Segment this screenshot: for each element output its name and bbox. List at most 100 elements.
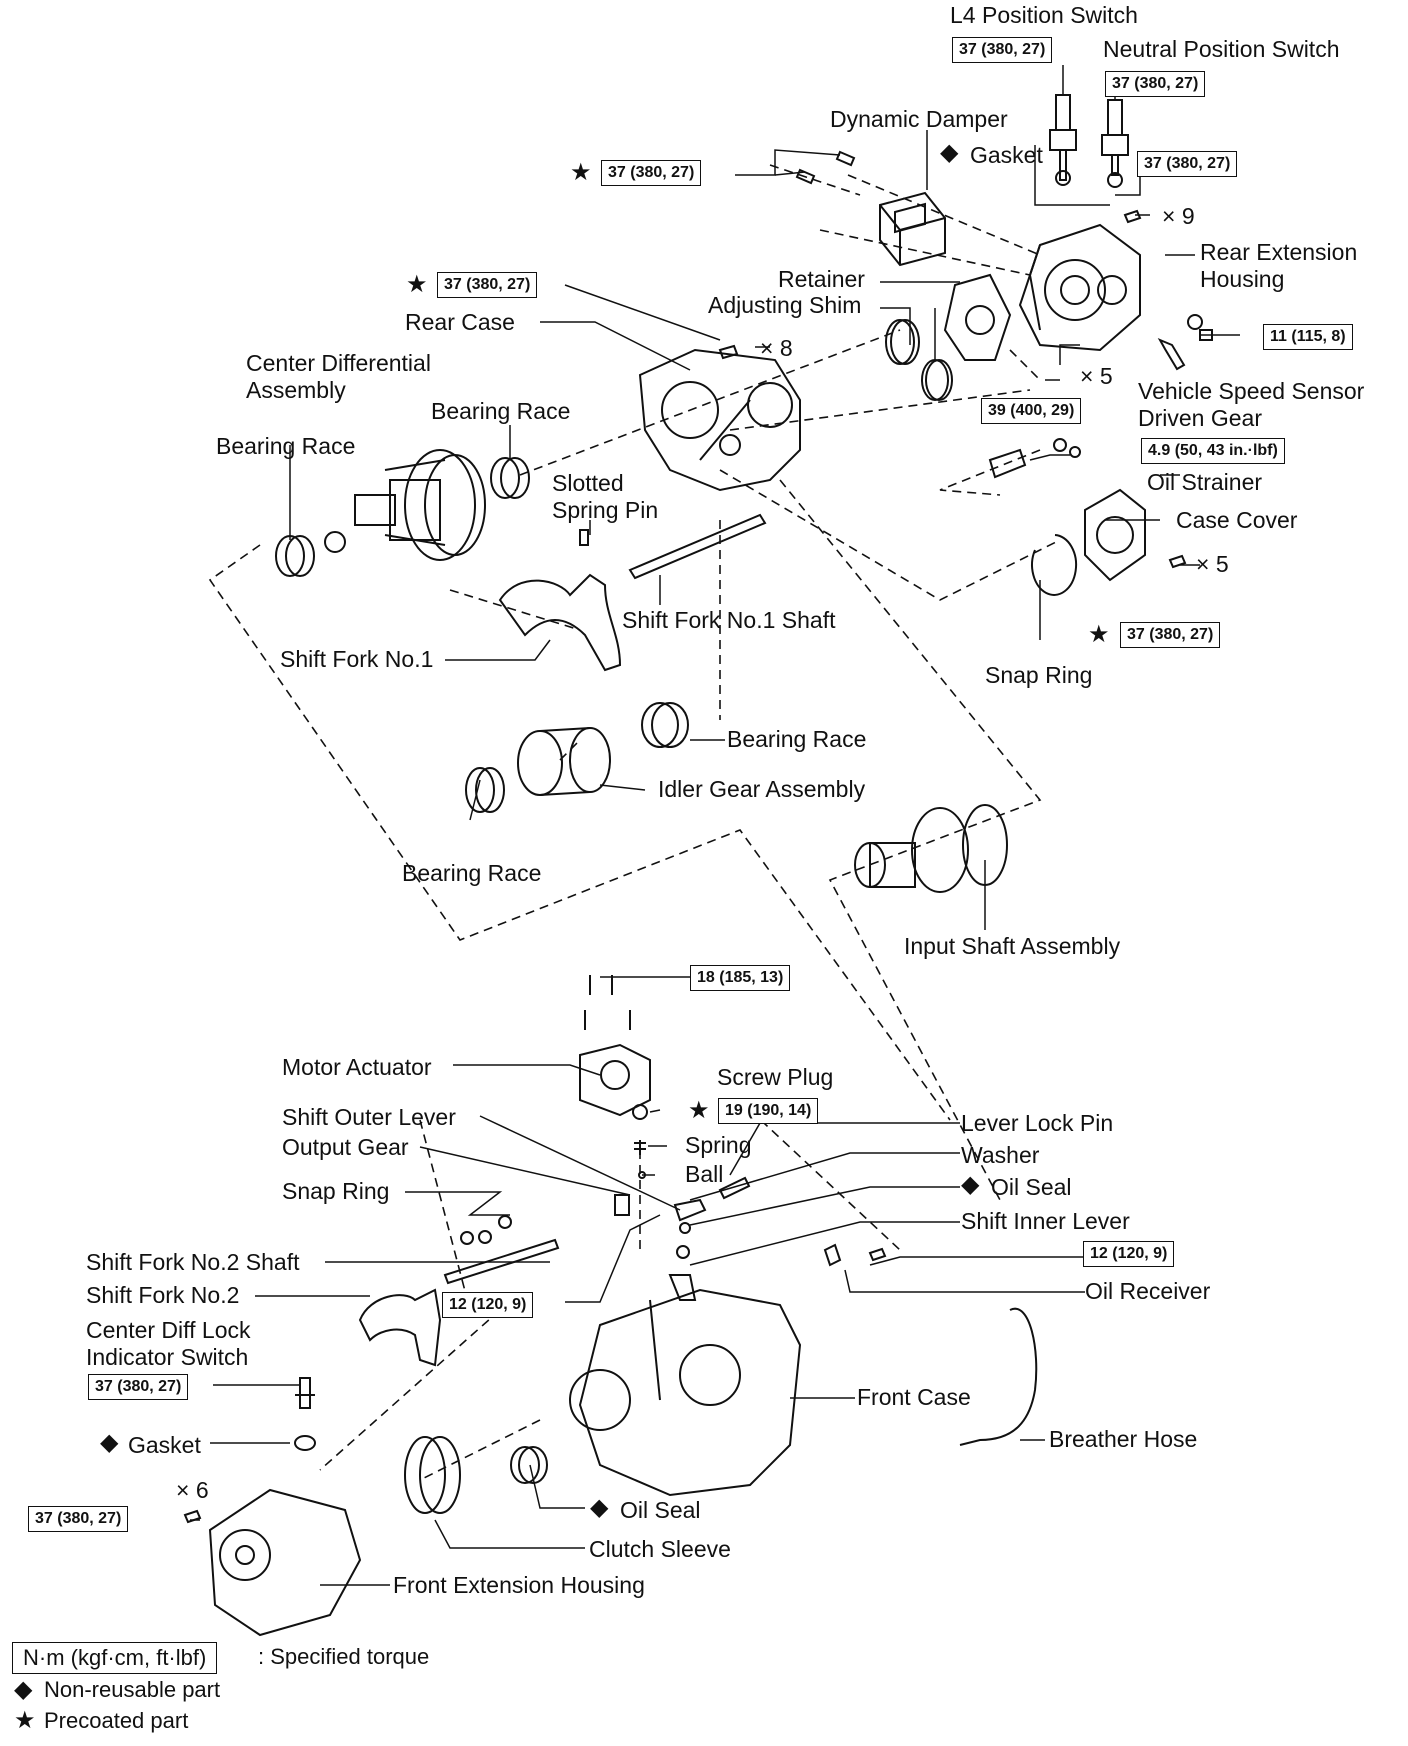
label-washer: Washer — [961, 1142, 1040, 1168]
label-adjusting-shim: Adjusting Shim — [708, 292, 862, 318]
diamond-icon: ◆ — [940, 139, 959, 166]
star-icon: ★ — [14, 1707, 36, 1734]
label-idler-gear: Idler Gear Assembly — [658, 776, 866, 802]
torque-oil-receiver: 12 (120, 9) — [1083, 1241, 1175, 1267]
rear-case-part — [638, 348, 801, 492]
rear-ext-bolts — [1123, 209, 1142, 224]
vss-driven-gear-part — [1157, 314, 1213, 371]
label-l4-position-switch: L4 Position Switch — [950, 2, 1138, 28]
torque-lever: 12 (120, 9) — [442, 1292, 534, 1318]
label-case-cover: Case Cover — [1176, 507, 1298, 533]
torque-retainer: 39 (400, 29) — [981, 398, 1082, 424]
retainer-part — [943, 273, 1012, 361]
star-icon: ★ — [688, 1097, 710, 1124]
lever-lock-pin-part — [718, 1176, 751, 1200]
shift-fork1-part — [498, 573, 622, 672]
shift-fork2-shaft-part — [443, 1238, 560, 1285]
label-spring: Spring — [685, 1132, 752, 1158]
output-gear-part — [614, 1194, 630, 1216]
slotted-pin-part — [579, 529, 589, 546]
label-x6: × 6 — [176, 1477, 209, 1503]
bearing-race-part-4 — [465, 767, 505, 813]
assembly-guide-lines — [208, 164, 1061, 1481]
label-gasket-top: Gasket — [970, 142, 1043, 168]
label-bearing-race-2: Bearing Race — [431, 398, 571, 424]
shift-fork2-part — [358, 1288, 442, 1367]
damper-bolts — [795, 150, 856, 185]
torque-cdl-switch: 37 (380, 27) — [88, 1374, 189, 1400]
label-front-extension-housing: Front Extension Housing — [393, 1572, 645, 1598]
label-shift-fork1-shaft: Shift Fork No.1 Shaft — [622, 607, 836, 633]
label-center-differential: Center Differential Assembly — [246, 350, 431, 403]
label-bearing-race-4: Bearing Race — [402, 860, 542, 886]
label-rear-case: Rear Case — [405, 309, 515, 335]
label-snap-ring-2: Snap Ring — [282, 1178, 390, 1204]
label-shift-outer-lever: Shift Outer Lever — [282, 1104, 456, 1130]
center-diff-part — [324, 449, 486, 561]
motor-actuator-part — [579, 1043, 651, 1117]
label-retainer: Retainer — [778, 266, 865, 292]
snap-ring-part-2 — [460, 1215, 512, 1245]
torque-neutral-switch: 37 (380, 27) — [1105, 71, 1206, 97]
label-vss-driven-gear: Vehicle Speed Sensor Driven Gear — [1138, 378, 1365, 431]
torque-l4-switch: 37 (380, 27) — [952, 37, 1053, 63]
gasket-ring-top-2 — [1107, 172, 1123, 188]
label-input-shaft: Input Shaft Assembly — [904, 933, 1121, 959]
label-shift-inner-lever: Shift Inner Lever — [961, 1208, 1130, 1234]
diamond-icon: ◆ — [961, 1171, 980, 1198]
oil-receiver-part — [823, 1243, 887, 1267]
label-x5-a: × 5 — [1080, 363, 1113, 389]
rear-case-bolts — [718, 344, 739, 360]
label-oil-seal-2: Oil Seal — [620, 1497, 701, 1523]
label-shift-fork2: Shift Fork No.2 — [86, 1282, 240, 1308]
input-shaft-part — [854, 804, 1008, 893]
label-neutral-position-switch: Neutral Position Switch — [1103, 36, 1340, 62]
snap-ring-part-1 — [1031, 534, 1078, 596]
gasket-bottom-part — [294, 1435, 316, 1451]
label-oil-strainer: Oil Strainer — [1147, 469, 1263, 495]
torque-rear-case: 37 (380, 27) — [437, 272, 538, 298]
bearing-race-part-2 — [490, 457, 530, 499]
front-case-part — [569, 1288, 802, 1497]
label-x8: × 8 — [760, 335, 793, 361]
star-icon: ★ — [406, 271, 428, 298]
l4-switch-part — [1049, 94, 1077, 181]
oil-seal-part-2 — [510, 1446, 548, 1484]
label-shift-fork2-shaft: Shift Fork No.2 Shaft — [86, 1249, 300, 1275]
gasket-ring-top-1 — [1055, 170, 1071, 186]
shift-inner-lever-part — [668, 1274, 697, 1301]
shift-fork1-shaft-part — [628, 513, 767, 580]
label-breather-hose: Breather Hose — [1049, 1426, 1198, 1452]
torque-strainer: 4.9 (50, 43 in.·lbf) — [1141, 438, 1285, 464]
torque-actuator: 18 (185, 13) — [690, 965, 791, 991]
diamond-icon: ◆ — [100, 1429, 119, 1456]
label-screw-plug: Screw Plug — [717, 1064, 834, 1090]
label-output-gear: Output Gear — [282, 1134, 409, 1160]
label-oil-seal-1: Oil Seal — [991, 1174, 1072, 1200]
clutch-sleeve-part — [404, 1436, 461, 1514]
star-icon: ★ — [570, 159, 592, 186]
actuator-bolts — [584, 975, 631, 1030]
label-lever-lock-pin: Lever Lock Pin — [961, 1110, 1114, 1136]
label-snap-ring-1: Snap Ring — [985, 662, 1093, 688]
dynamic-damper-part — [879, 191, 946, 267]
breather-hose-part — [959, 1307, 1038, 1446]
diamond-icon: ◆ — [14, 1676, 33, 1703]
shift-outer-lever-part — [673, 1198, 707, 1222]
torque-vss: 11 (115, 8) — [1263, 324, 1353, 350]
diamond-icon: ◆ — [590, 1494, 609, 1521]
screw-plug-part — [632, 1104, 648, 1120]
star-icon: ★ — [1088, 621, 1110, 648]
rear-extension-housing-part — [1018, 223, 1141, 352]
torque-front-extension: 37 (380, 27) — [28, 1506, 129, 1532]
legend-torque-text: : Specified torque — [258, 1644, 430, 1669]
torque-case-cover: 37 (380, 27) — [1120, 622, 1221, 648]
label-bearing-race-1: Bearing Race — [216, 433, 356, 459]
label-shift-fork1: Shift Fork No.1 — [280, 646, 434, 672]
neutral-switch-part — [1101, 99, 1129, 176]
case-cover-bolts — [1168, 554, 1187, 569]
cdl-switch-part — [295, 1377, 315, 1409]
strainer-part — [988, 438, 1081, 479]
label-motor-actuator: Motor Actuator — [282, 1054, 432, 1080]
bearing-race-part-3 — [641, 702, 689, 748]
